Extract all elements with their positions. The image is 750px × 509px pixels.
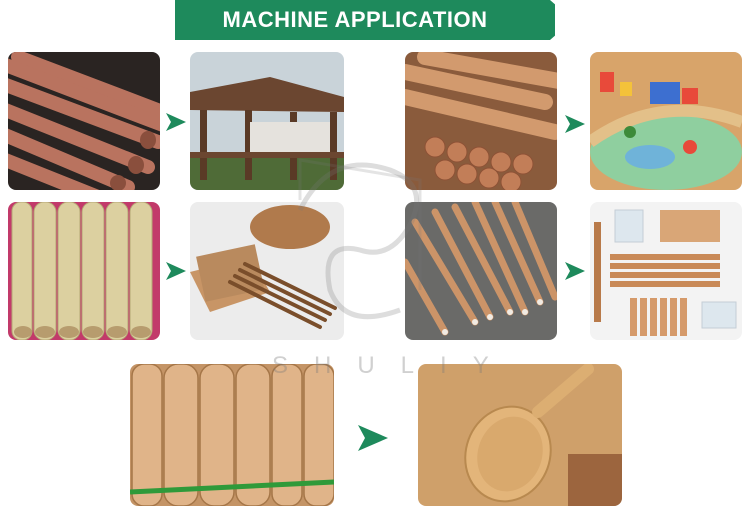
arrow-right-icon	[565, 115, 585, 133]
photo-pine-poles	[130, 364, 334, 506]
photo-wooden-toy-train	[590, 52, 742, 190]
photo-wooden-sticks-boxes	[590, 202, 742, 340]
arrow-right-icon	[565, 262, 585, 280]
photo-wood-dowels-pile	[405, 202, 557, 340]
arrow-right-icon	[166, 262, 186, 280]
title-banner	[175, 0, 555, 40]
photo-wooden-spoon	[418, 364, 622, 506]
photo-round-wood-poles	[8, 52, 160, 190]
photo-wooden-chopsticks	[190, 202, 344, 340]
watermark-text: SHULIY	[272, 352, 515, 379]
photo-peeled-logs	[8, 202, 160, 340]
photo-wooden-pavilion	[190, 52, 344, 190]
arrow-right-icon	[166, 113, 186, 131]
arrow-right-icon	[358, 425, 388, 451]
photo-bundled-wood-rods	[405, 52, 557, 190]
banner-title: MACHINE APPLICATION	[222, 7, 488, 32]
